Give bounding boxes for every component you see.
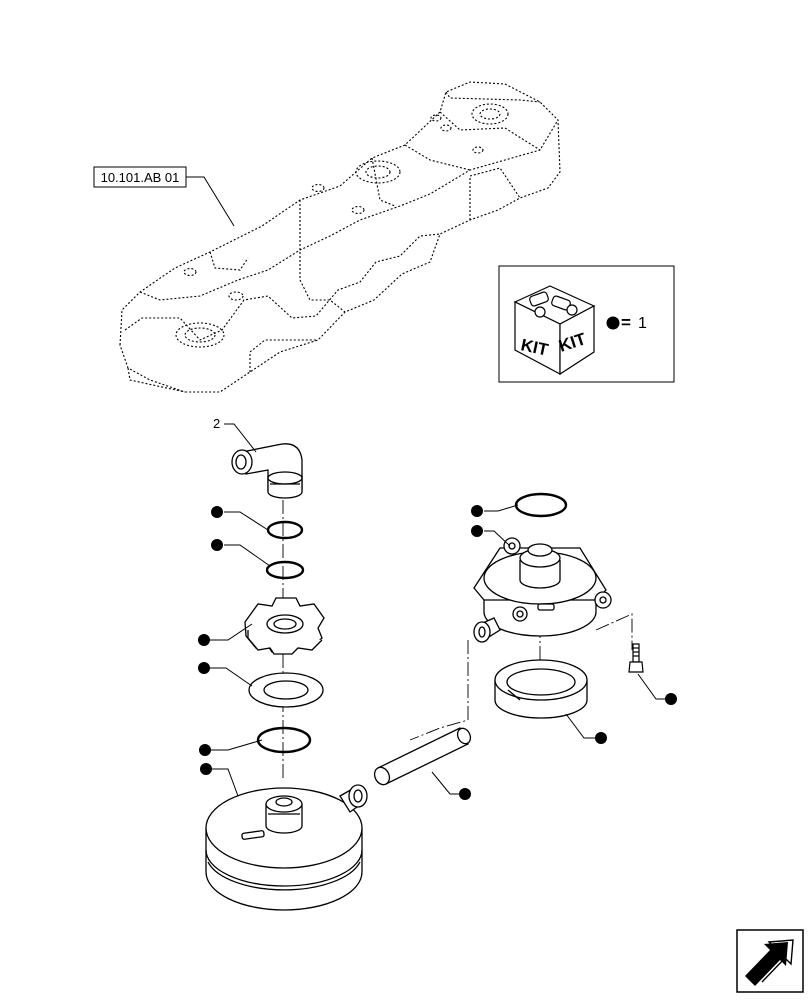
next-page-arrow-icon[interactable] xyxy=(736,929,804,993)
leader-housing xyxy=(212,768,239,797)
valve-cover-reference-outline xyxy=(119,81,561,393)
leader-o-ring-top-right xyxy=(484,504,519,512)
elbow-pipe-part xyxy=(231,443,303,499)
callout-dot-o-ring-top-right[interactable] xyxy=(471,505,483,517)
filled-dot-icon xyxy=(606,316,620,330)
callout-dot-o-ring-upper[interactable] xyxy=(211,506,223,518)
callout-dot-separator-cover[interactable] xyxy=(471,525,483,537)
mounting-bolt-part xyxy=(628,643,644,673)
callout-dot-bolt[interactable] xyxy=(665,693,677,705)
leader-o-ring-upper xyxy=(224,511,269,531)
kit-equals-sign: = xyxy=(621,313,631,332)
leader-nut xyxy=(210,623,253,641)
leader-o-ring-middle xyxy=(224,544,271,567)
reference-label-box[interactable]: 10.101.AB 01 xyxy=(93,166,187,188)
callout-dot-filter-cup[interactable] xyxy=(595,732,607,744)
flat-washer-part xyxy=(248,672,324,708)
callout-dot-washer[interactable] xyxy=(198,662,210,674)
reference-label-text: 10.101.AB 01 xyxy=(101,170,180,185)
connecting-hose-part xyxy=(373,727,472,786)
leader-hose xyxy=(431,771,462,795)
leader-bolt xyxy=(637,673,668,700)
filter-cup-part xyxy=(494,659,588,719)
breather-nut-part xyxy=(244,597,325,655)
kit-quantity: 1 xyxy=(638,315,647,332)
breather-housing-part xyxy=(205,784,368,911)
kit-box-icon xyxy=(513,285,596,376)
separator-cover-part xyxy=(473,537,612,643)
callout-dot-hose[interactable] xyxy=(459,788,471,800)
leader-washer xyxy=(210,667,253,687)
callout-dot-housing[interactable] xyxy=(200,763,212,775)
leader-filter-cup xyxy=(565,713,598,739)
item-2-leader-line xyxy=(224,423,257,453)
callout-markers xyxy=(210,504,668,797)
callout-dot-o-ring-middle[interactable] xyxy=(211,539,223,551)
o-ring-upper xyxy=(266,520,304,540)
callout-dot-o-ring-large[interactable] xyxy=(199,744,211,756)
o-ring-large xyxy=(256,726,312,754)
callout-dot-nut[interactable] xyxy=(198,634,210,646)
leader-o-ring-large xyxy=(210,739,263,751)
leader-separator-cover xyxy=(484,530,511,547)
reference-leader-line xyxy=(186,176,235,227)
item-number-label: 2 xyxy=(213,416,220,431)
kit-legend-box: KIT KIT = 1 xyxy=(498,265,675,383)
o-ring-middle xyxy=(265,560,305,580)
o-ring-top-right xyxy=(514,492,568,518)
